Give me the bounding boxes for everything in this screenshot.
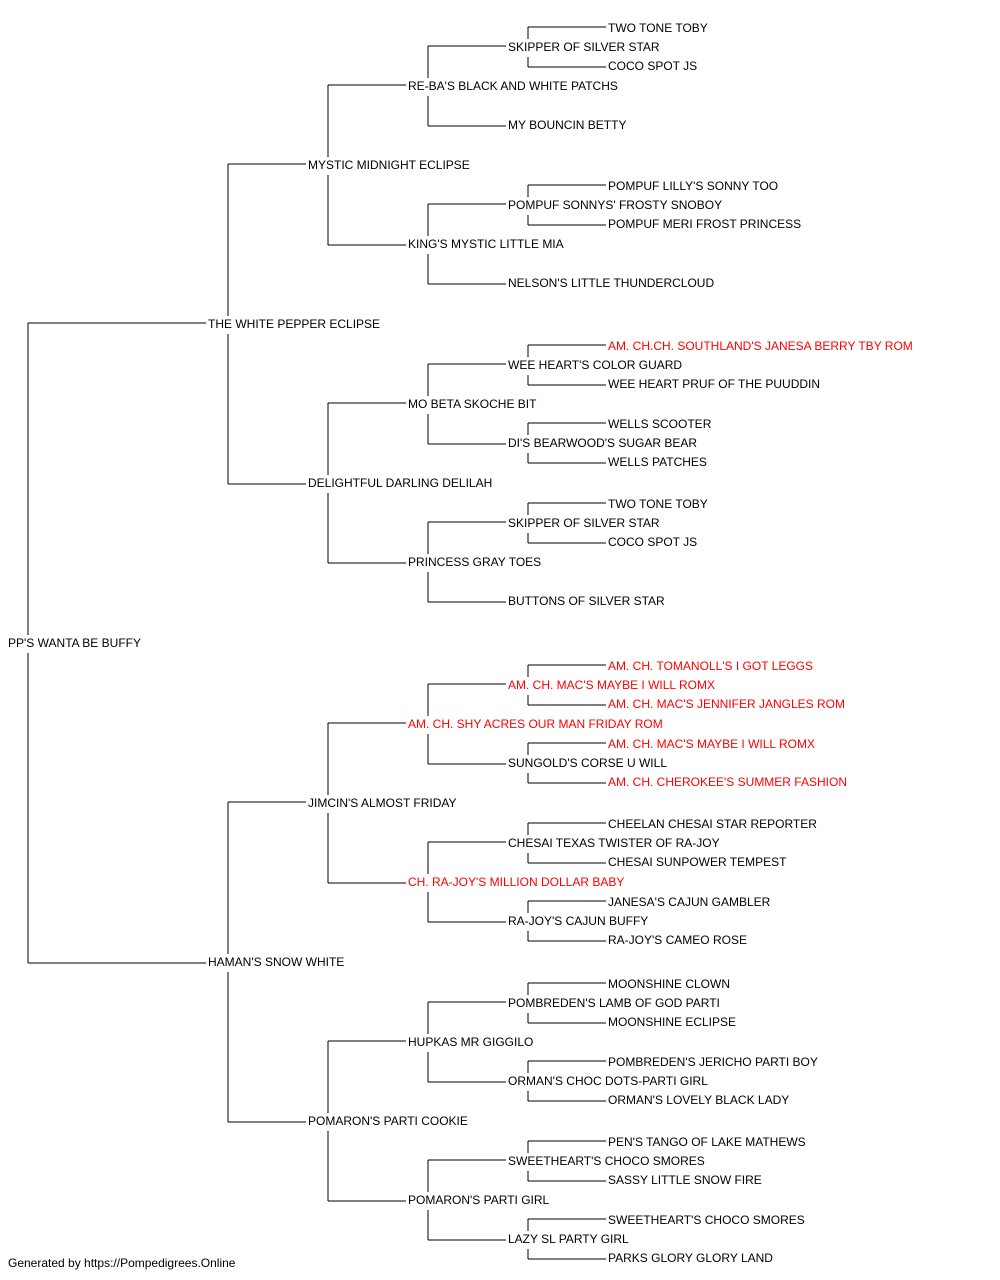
ancestor-name: SASSY LITTLE SNOW FIRE — [608, 1173, 762, 1187]
ancestor-name: PEN'S TANGO OF LAKE MATHEWS — [608, 1135, 806, 1149]
ancestor-name: AM. CH. SHY ACRES OUR MAN FRIDAY ROM — [408, 717, 663, 731]
ancestor-name: SWEETHEART'S CHOCO SMORES — [508, 1154, 705, 1168]
ancestor-name: HUPKAS MR GIGGILO — [408, 1035, 533, 1049]
ancestor-name: JIMCIN'S ALMOST FRIDAY — [308, 796, 457, 810]
ancestor-name: PRINCESS GRAY TOES — [408, 555, 541, 569]
subject-dog-name: PP'S WANTA BE BUFFY — [8, 636, 141, 650]
ancestor-name: POMPUF LILLY'S SONNY TOO — [608, 179, 778, 193]
ancestor-name: MYSTIC MIDNIGHT ECLIPSE — [308, 158, 470, 172]
ancestor-name: COCO SPOT JS — [608, 59, 697, 73]
ancestor-name: CHEELAN CHESAI STAR REPORTER — [608, 817, 817, 831]
ancestor-name: POMARON'S PARTI COOKIE — [308, 1114, 468, 1128]
ancestor-name: POMARON'S PARTI GIRL — [408, 1193, 550, 1207]
ancestor-name: AM. CH. CHEROKEE'S SUMMER FASHION — [608, 775, 847, 789]
ancestor-name: ORMAN'S LOVELY BLACK LADY — [608, 1093, 789, 1107]
ancestor-name: WEE HEART PRUF OF THE PUUDDIN — [608, 377, 820, 391]
ancestor-name: TWO TONE TOBY — [608, 21, 708, 35]
ancestor-name: AM. CH.CH. SOUTHLAND'S JANESA BERRY TBY … — [608, 339, 913, 353]
ancestor-name: MO BETA SKOCHE BIT — [408, 397, 537, 411]
ancestor-name: WELLS SCOOTER — [608, 417, 712, 431]
ancestor-name: SKIPPER OF SILVER STAR — [508, 516, 660, 530]
ancestor-name: AM. CH. MAC'S JENNIFER JANGLES ROM — [608, 697, 845, 711]
ancestor-name: RA-JOY'S CAMEO ROSE — [608, 933, 747, 947]
ancestor-name: RE-BA'S BLACK AND WHITE PATCHS — [408, 79, 618, 93]
ancestor-name: AM. CH. MAC'S MAYBE I WILL ROMX — [608, 737, 815, 751]
ancestor-name: SUNGOLD'S CORSE U WILL — [508, 756, 667, 770]
ancestor-name: MY BOUNCIN BETTY — [508, 118, 626, 132]
ancestor-name: MOONSHINE CLOWN — [608, 977, 730, 991]
ancestor-name: ORMAN'S CHOC DOTS-PARTI GIRL — [508, 1074, 708, 1088]
ancestor-name: BUTTONS OF SILVER STAR — [508, 594, 665, 608]
ancestor-name: AM. CH. MAC'S MAYBE I WILL ROMX — [508, 678, 715, 692]
ancestor-name: WEE HEART'S COLOR GUARD — [508, 358, 682, 372]
ancestor-name: COCO SPOT JS — [608, 535, 697, 549]
ancestor-name: DI'S BEARWOOD'S SUGAR BEAR — [508, 436, 697, 450]
ancestor-name: THE WHITE PEPPER ECLIPSE — [208, 317, 380, 331]
ancestor-name: LAZY SL PARTY GIRL — [508, 1232, 629, 1246]
ancestor-name: DELIGHTFUL DARLING DELILAH — [308, 476, 492, 490]
ancestor-name: POMBREDEN'S LAMB OF GOD PARTI — [508, 996, 720, 1010]
ancestor-name: RA-JOY'S CAJUN BUFFY — [508, 914, 648, 928]
ancestor-name: CHESAI SUNPOWER TEMPEST — [608, 855, 787, 869]
ancestor-name: SWEETHEART'S CHOCO SMORES — [608, 1213, 805, 1227]
ancestor-name: CHESAI TEXAS TWISTER OF RA-JOY — [508, 836, 720, 850]
ancestor-name: POMPUF SONNYS' FROSTY SNOBOY — [508, 198, 722, 212]
ancestor-name: MOONSHINE ECLIPSE — [608, 1015, 736, 1029]
ancestor-name: CH. RA-JOY'S MILLION DOLLAR BABY — [408, 875, 624, 889]
ancestor-name: PARKS GLORY GLORY LAND — [608, 1251, 773, 1265]
ancestor-name: NELSON'S LITTLE THUNDERCLOUD — [508, 276, 714, 290]
ancestor-name: JANESA'S CAJUN GAMBLER — [608, 895, 771, 909]
ancestor-name: POMPUF MERI FROST PRINCESS — [608, 217, 801, 231]
ancestor-name: AM. CH. TOMANOLL'S I GOT LEGGS — [608, 659, 813, 673]
ancestor-name: POMBREDEN'S JERICHO PARTI BOY — [608, 1055, 818, 1069]
ancestor-name: TWO TONE TOBY — [608, 497, 708, 511]
footer-credit: Generated by https://Pompedigrees.Online — [8, 1256, 236, 1270]
ancestor-name: KING'S MYSTIC LITTLE MIA — [408, 237, 564, 251]
ancestor-name: WELLS PATCHES — [608, 455, 707, 469]
ancestor-name: SKIPPER OF SILVER STAR — [508, 40, 660, 54]
ancestor-name: HAMAN'S SNOW WHITE — [208, 955, 344, 969]
